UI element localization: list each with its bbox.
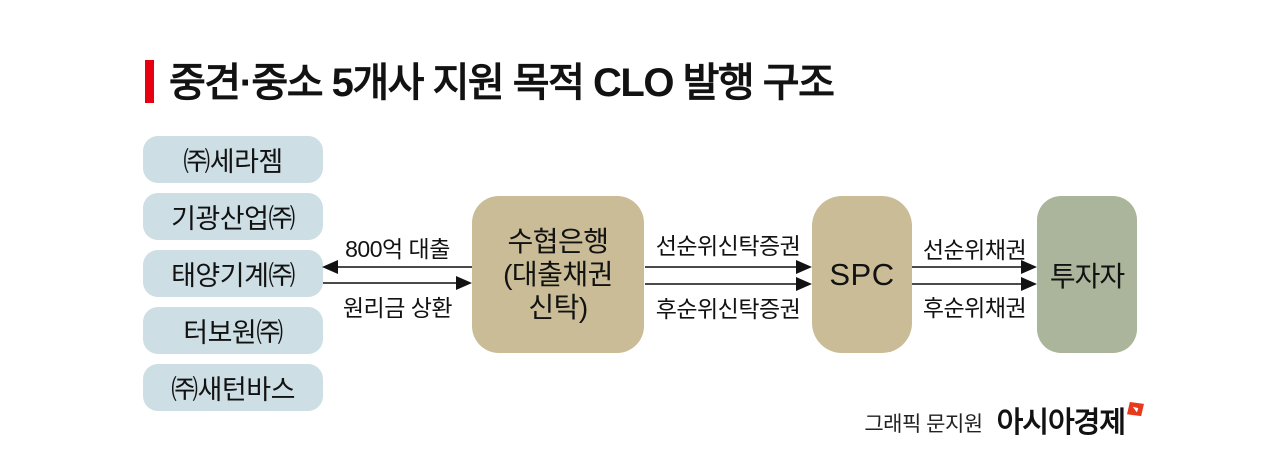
company-box-taeyang: 태양기계㈜ [143,250,323,297]
company-box-turbowon: 터보원㈜ [143,307,323,354]
investor-box: 투자자 [1037,196,1137,353]
brand-name: 아시아경제 [996,407,1126,439]
spc-name: SPC [829,256,895,292]
senior-trust-label: 선순위신탁증권 [655,233,801,259]
company-box-kikwang: 기광산업㈜ [143,193,323,240]
junior-bond-arrowhead-icon [1021,277,1037,291]
company-name: ㈜새턴바스 [171,375,295,405]
junior-bond-arrow-line [912,283,1022,285]
bank-name: 수협은행 (대출채권 신탁) [503,225,613,324]
loan-arrow-line [338,266,472,268]
senior-bond-label: 선순위채권 [922,237,1027,263]
asiae-logo-icon [1127,402,1144,417]
spc-box: SPC [812,196,912,353]
senior-trust-arrow-line [645,266,797,268]
senior-bond-arrow-line [912,266,1022,268]
repayment-arrow-line [323,282,456,284]
repayment-label: 원리금 상환 [342,295,453,321]
title-accent-bar [145,60,154,103]
loan-label: 800억 대출 [345,236,450,262]
credit-label: 그래픽 문지원 [864,413,983,436]
company-box-seragem: ㈜세라젬 [143,136,323,183]
company-box-saturnbath: ㈜새턴바스 [143,364,323,411]
company-name: 터보원㈜ [183,318,283,348]
bank-box: 수협은행 (대출채권 신탁) [472,196,644,353]
credit-line: 그래픽 문지원 아시아경제 [864,399,1144,441]
loan-arrowhead-icon [322,260,338,274]
junior-bond-label: 후순위채권 [922,295,1027,321]
repayment-arrowhead-icon [456,276,472,290]
junior-trust-arrowhead-icon [796,277,812,291]
senior-trust-arrowhead-icon [796,260,812,274]
senior-bond-arrowhead-icon [1021,260,1037,274]
company-name: 태양기계㈜ [171,261,295,291]
investor-name: 투자자 [1049,260,1125,292]
company-name: 기광산업㈜ [171,204,295,234]
company-name: ㈜세라젬 [183,147,283,177]
junior-trust-arrow-line [645,283,797,285]
page-title: 중견·중소 5개사 지원 목적 CLO 발행 구조 [169,61,835,105]
junior-trust-label: 후순위신탁증권 [655,296,801,322]
